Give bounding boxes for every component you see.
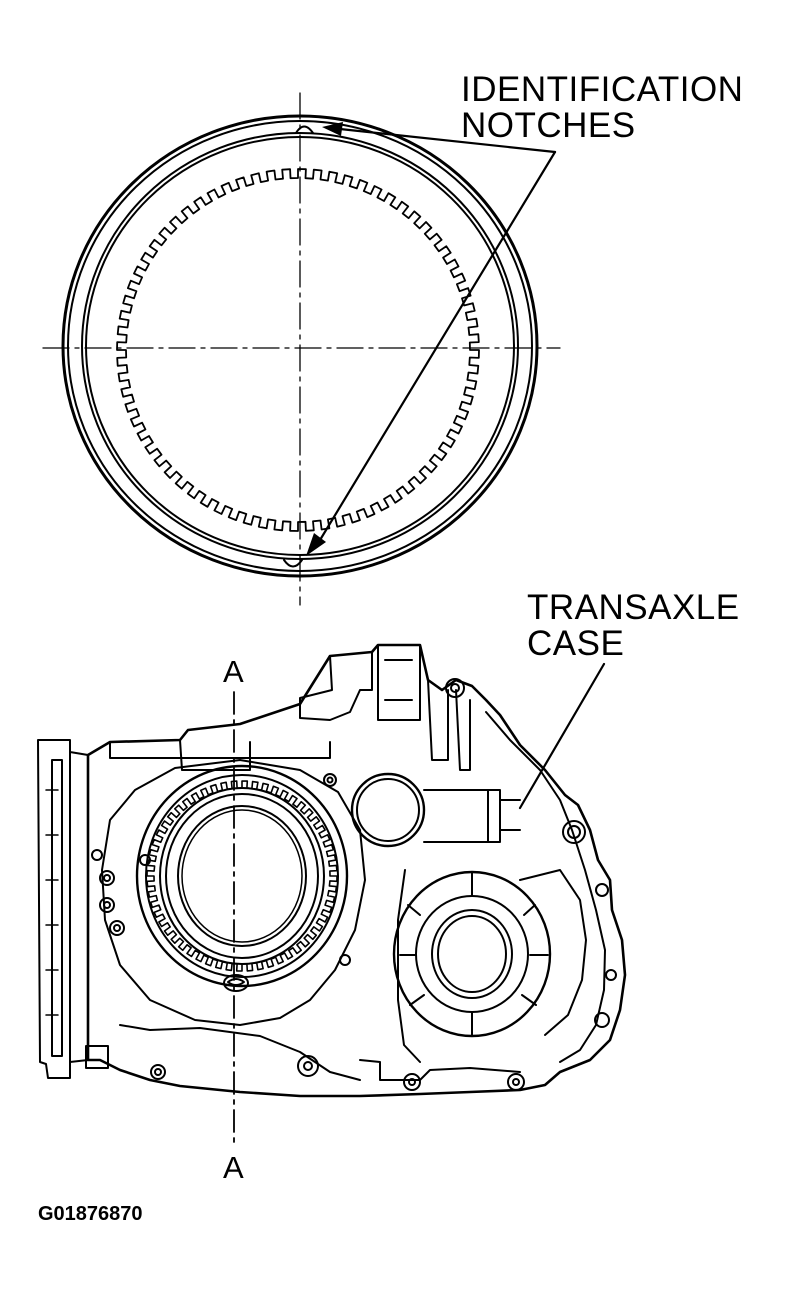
case-bore-surround (101, 759, 366, 1026)
case-left-flange-inner (51, 759, 63, 1057)
case-vertical-wall (397, 869, 421, 1063)
case-bore-spline (146, 780, 338, 972)
figure-id: G01876870 (38, 1203, 143, 1225)
plate-centerlines (42, 92, 561, 606)
identification-notch-top (295, 125, 314, 134)
case-right-inner (485, 711, 606, 1063)
case-label-line2: CASE (527, 624, 625, 663)
case-upper-housing (299, 651, 373, 721)
case-lower-rib (359, 1059, 521, 1081)
clutch-plate (42, 92, 561, 606)
transaxle-case-label: TRANSAXLE CASE (527, 590, 740, 662)
case-bore-slot (227, 978, 245, 986)
plate-inner-spline (116, 168, 480, 532)
case-main-bore (135, 764, 349, 988)
identification-label-line1: IDENTIFICATION (461, 70, 744, 109)
case-right-bolts (297, 678, 617, 1091)
identification-leaders (318, 127, 557, 542)
case-label-line1: TRANSAXLE (527, 588, 740, 627)
case-upper-tower (377, 644, 421, 721)
case-right-bore (392, 869, 587, 1038)
identification-notch-bottom (283, 559, 303, 568)
flange-ribs (45, 789, 59, 1016)
case-leader (518, 662, 606, 810)
flange-boss (85, 1045, 109, 1069)
section-mark-top: A (223, 654, 244, 689)
identification-notches-label: IDENTIFICATION NOTCHES (461, 72, 743, 144)
case-center-cylinder (350, 772, 521, 848)
identification-label-line2: NOTCHES (461, 106, 636, 145)
case-gasket-line (119, 1024, 361, 1081)
case-left-bolts (91, 849, 166, 1080)
transaxle-case (37, 643, 627, 1143)
case-top-bar (109, 741, 331, 759)
case-upper-rib (427, 679, 471, 771)
section-mark-bottom: A (223, 1150, 244, 1185)
arrowhead-bottom-notch (306, 533, 326, 556)
case-bore-slot-ring (223, 974, 249, 992)
arrowhead-top-notch (322, 122, 343, 136)
